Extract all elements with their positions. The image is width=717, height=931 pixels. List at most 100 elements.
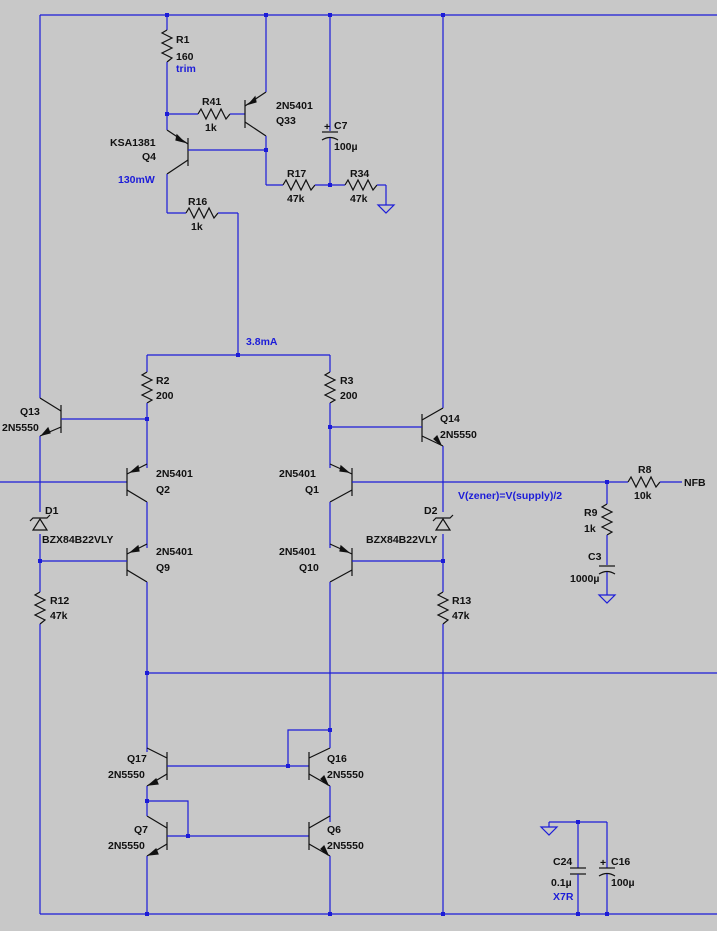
tail-current-label: 3.8mA: [246, 336, 278, 348]
q14-ref: Q14: [440, 413, 460, 425]
nfb-label: NFB: [684, 477, 706, 489]
r16-value: 1k: [191, 221, 203, 233]
c24-value: 0.1µ: [551, 877, 572, 889]
r2-value: 200: [156, 390, 174, 402]
ground-symbol-1: [376, 204, 396, 214]
c3-value: 1000µ: [570, 573, 599, 585]
q13-part: 2N5550: [2, 422, 39, 434]
r2-ref: R2: [156, 375, 170, 387]
d1-ref: D1: [45, 505, 59, 517]
resistor-r17: [266, 178, 345, 192]
q17-part: 2N5550: [108, 769, 145, 781]
d2-part: BZX84B22VLY: [366, 534, 437, 546]
r12-ref: R12: [50, 595, 69, 607]
q16-diode-wire: [287, 729, 330, 766]
q2-ref: Q2: [156, 484, 170, 496]
c7-ref: C7: [334, 120, 348, 132]
c24-note: X7R: [553, 891, 574, 903]
q16-part: 2N5550: [327, 769, 364, 781]
d1-part: BZX84B22VLY: [42, 534, 113, 546]
zener-d2: [432, 514, 454, 531]
r9-ref: R9: [584, 507, 598, 519]
q2-part: 2N5401: [156, 468, 193, 480]
resistor-r8: [607, 475, 682, 489]
r1-ref: R1: [176, 34, 190, 46]
transistor-q2: [126, 463, 148, 503]
r13-ref: R13: [452, 595, 471, 607]
r8-value: 10k: [634, 490, 652, 502]
r9-value: 1k: [584, 523, 596, 535]
transistor-q14: [421, 407, 444, 447]
q6-ref: Q6: [327, 824, 341, 836]
q4-part: KSA1381: [110, 137, 156, 149]
c7-plus: +: [324, 121, 330, 133]
c16-plus: +: [600, 857, 606, 869]
r34-value: 47k: [350, 193, 368, 205]
q7-part: 2N5550: [108, 840, 145, 852]
q1-ref: Q1: [305, 484, 319, 496]
transistor-q13: [39, 397, 62, 437]
r41-ref: R41: [202, 96, 221, 108]
transistor-q16: [308, 747, 331, 787]
q16-ref: Q16: [327, 753, 347, 765]
resistor-r16: [167, 206, 239, 355]
zener-d1: [29, 514, 51, 531]
transistor-q6: [308, 815, 331, 857]
resistor-r12: [33, 591, 47, 625]
zener-note: V(zener)=V(supply)/2: [458, 490, 562, 502]
transistor-q17: [146, 747, 168, 787]
transistor-q10: [329, 543, 353, 583]
q1-part: 2N5401: [279, 468, 316, 480]
r34-ref: R34: [350, 168, 369, 180]
q10-ref: Q10: [299, 562, 319, 574]
q33-ref: Q33: [276, 115, 296, 127]
transistor-q7: [146, 815, 168, 857]
ground-symbol-2: [597, 594, 617, 604]
q7-ref: Q7: [134, 824, 148, 836]
transistor-q33: [244, 91, 267, 137]
transistor-q9: [126, 543, 148, 583]
capacitor-c16: [598, 822, 616, 914]
r16-ref: R16: [188, 196, 207, 208]
q9-part: 2N5401: [156, 546, 193, 558]
c24-ref: C24: [553, 856, 572, 868]
r1-note: trim: [176, 63, 196, 75]
q7-diode-wire: [147, 800, 189, 836]
c7-value: 100µ: [334, 141, 358, 153]
capacitor-c3: [598, 565, 616, 595]
q13-ref: Q13: [20, 406, 40, 418]
ground-symbol-3: [539, 826, 559, 836]
c16-value: 100µ: [611, 877, 635, 889]
q33-part: 2N5401: [276, 100, 313, 112]
junction-dots: [38, 13, 609, 916]
r12-value: 47k: [50, 610, 68, 622]
transistor-q1: [329, 463, 353, 503]
transistor-q4: [166, 129, 189, 175]
resistor-r41: [167, 107, 245, 121]
r41-value: 1k: [205, 122, 217, 134]
q6-part: 2N5550: [327, 840, 364, 852]
r3-ref: R3: [340, 375, 354, 387]
r17-value: 47k: [287, 193, 305, 205]
resistor-r3: [323, 355, 337, 468]
capacitor-c7: [321, 15, 339, 185]
resistor-r1: [160, 15, 174, 114]
r8-ref: R8: [638, 464, 652, 476]
q17-ref: Q17: [127, 753, 147, 765]
q10-part: 2N5401: [279, 546, 316, 558]
d2-ref: D2: [424, 505, 438, 517]
resistor-r13: [436, 591, 450, 625]
r17-ref: R17: [287, 168, 306, 180]
r13-value: 47k: [452, 610, 470, 622]
resistor-r34: [344, 178, 387, 205]
resistor-r2: [140, 355, 154, 468]
q4-note: 130mW: [118, 174, 155, 186]
c3-ref: C3: [588, 551, 602, 563]
q9-ref: Q9: [156, 562, 170, 574]
q4-ref: Q4: [142, 151, 156, 163]
c16-ref: C16: [611, 856, 630, 868]
capacitor-c24: [570, 822, 586, 914]
r1-value: 160: [176, 51, 194, 63]
